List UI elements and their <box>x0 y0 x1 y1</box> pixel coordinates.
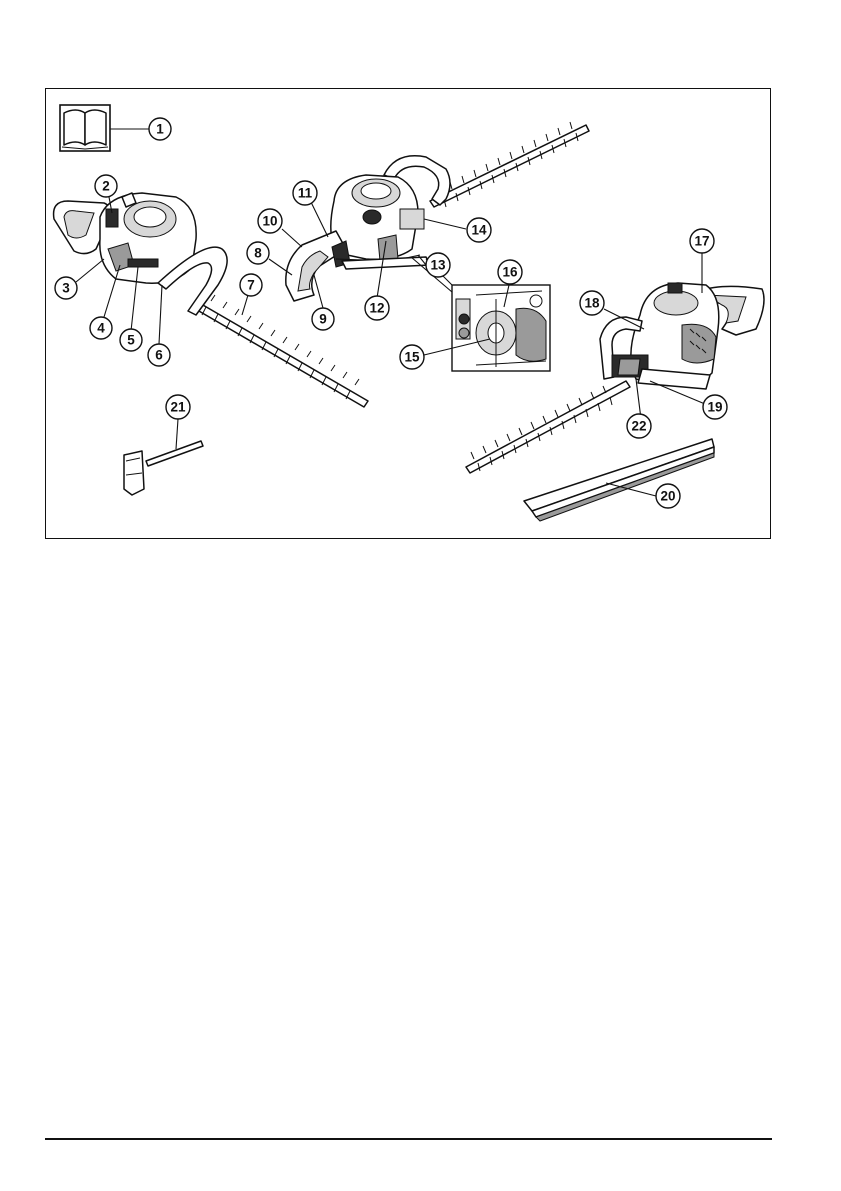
hedge-trimmer-illustration: 1 2 3 4 5 6 7 8 9 10 11 12 13 14 15 16 1… <box>46 89 772 540</box>
callout-label: 12 <box>369 301 384 316</box>
callout-3: 3 <box>55 277 77 299</box>
manual-book-icon <box>60 105 110 151</box>
callout-9: 9 <box>312 308 334 330</box>
callout-label: 13 <box>430 258 446 273</box>
callout-2: 2 <box>95 175 117 197</box>
blade-guard <box>524 439 714 521</box>
callout-label: 10 <box>262 214 277 229</box>
footer-rule <box>45 1138 772 1140</box>
callout-7: 7 <box>240 274 262 296</box>
callout-label: 17 <box>694 234 709 249</box>
callout-10: 10 <box>258 209 282 233</box>
callout-14: 14 <box>467 218 491 242</box>
callout-label: 3 <box>62 281 70 296</box>
callout-11: 11 <box>293 181 317 205</box>
spark-plug-wrench <box>124 441 203 495</box>
callout-12: 12 <box>365 296 389 320</box>
callout-8: 8 <box>247 242 269 264</box>
callout-label: 9 <box>319 312 327 327</box>
callout-18: 18 <box>580 291 604 315</box>
blade-left <box>192 295 368 407</box>
blade-middle <box>430 122 589 207</box>
callout-label: 8 <box>254 246 262 261</box>
callout-label: 1 <box>156 122 164 137</box>
callout-22: 22 <box>627 414 651 438</box>
callout-label: 20 <box>660 489 675 504</box>
callout-21: 21 <box>166 395 190 419</box>
callout-label: 5 <box>127 333 135 348</box>
callout-label: 4 <box>97 321 105 336</box>
callout-label: 14 <box>471 223 487 238</box>
callout-label: 6 <box>155 348 163 363</box>
callout-6: 6 <box>148 344 170 366</box>
callout-5: 5 <box>120 329 142 351</box>
callout-label: 19 <box>707 400 722 415</box>
callout-15: 15 <box>400 345 424 369</box>
callout-label: 15 <box>404 350 420 365</box>
callout-4: 4 <box>90 317 112 339</box>
callout-label: 16 <box>502 265 518 280</box>
callout-label: 18 <box>584 296 600 311</box>
callout-label: 11 <box>298 186 313 201</box>
callout-1: 1 <box>149 118 171 140</box>
callout-label: 2 <box>102 179 110 194</box>
callout-16: 16 <box>498 260 522 284</box>
callout-17: 17 <box>690 229 714 253</box>
figure-frame: 1 2 3 4 5 6 7 8 9 10 11 12 13 14 15 16 1… <box>45 88 771 539</box>
callout-19: 19 <box>703 395 727 419</box>
callout-label: 21 <box>170 400 186 415</box>
callout-label: 7 <box>247 278 255 293</box>
callout-13: 13 <box>426 253 450 277</box>
blade-right <box>466 381 630 473</box>
callout-label: 22 <box>631 419 646 434</box>
callout-20: 20 <box>656 484 680 508</box>
